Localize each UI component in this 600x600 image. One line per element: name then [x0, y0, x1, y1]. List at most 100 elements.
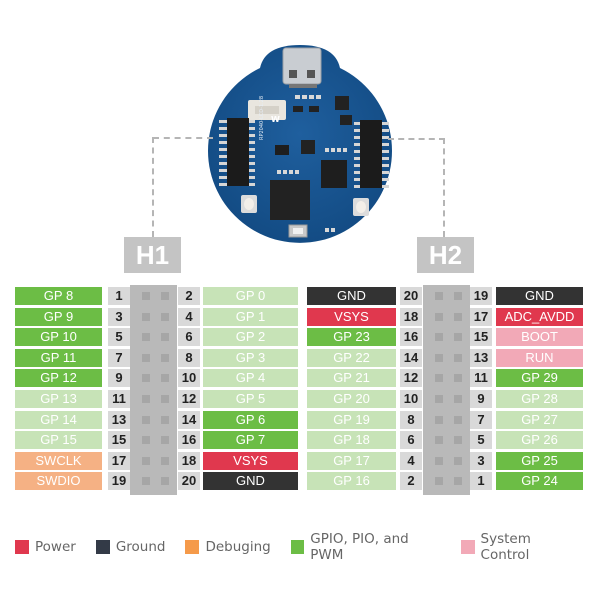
pin-number: 7 — [108, 348, 130, 367]
pin-label: GND — [307, 287, 396, 305]
pin-label: SWDIO — [15, 472, 102, 491]
h2-pin-strip — [423, 285, 470, 495]
pin-number: 20 — [178, 472, 200, 491]
pin-pad — [161, 333, 169, 342]
header-h2-label: H2 — [417, 237, 474, 273]
pin-pad — [142, 456, 150, 465]
pin-pad — [142, 292, 150, 300]
legend-label: Ground — [115, 539, 166, 555]
pin-pad — [454, 415, 462, 424]
pin-label: GP 19 — [307, 410, 396, 429]
pin-label: GP 18 — [307, 431, 396, 450]
pin-pad — [454, 456, 462, 465]
pin-number: 9 — [470, 390, 492, 408]
pin-label: GP 14 — [15, 410, 102, 429]
pin-pad — [435, 415, 443, 424]
pin-pad — [161, 374, 169, 383]
pin-number: 2 — [178, 287, 200, 305]
pin-number: 13 — [108, 410, 130, 429]
pin-number: 20 — [400, 287, 422, 305]
pin-pad — [142, 477, 150, 486]
pin-pad — [435, 395, 443, 403]
pin-label: GP 11 — [15, 348, 102, 367]
pin-pad — [435, 374, 443, 383]
pin-label: GP 4 — [203, 369, 298, 388]
pin-pad — [161, 353, 169, 362]
pin-label: GP 12 — [15, 369, 102, 388]
pin-pad — [161, 292, 169, 300]
pin-label: GND — [496, 287, 583, 305]
pin-pad — [435, 333, 443, 342]
pin-pad — [161, 415, 169, 424]
pin-number: 12 — [178, 390, 200, 408]
pin-number: 11 — [470, 369, 492, 388]
pin-label: GP 1 — [203, 307, 298, 326]
pin-number: 17 — [108, 451, 130, 470]
pin-pad — [161, 312, 169, 321]
legend-swatch — [15, 540, 29, 554]
pin-number: 3 — [108, 307, 130, 326]
legend-swatch — [461, 540, 475, 554]
pin-label: VSYS — [307, 307, 396, 326]
pin-label: GP 29 — [496, 369, 583, 388]
pin-label: GP 15 — [15, 431, 102, 450]
pin-pad — [142, 333, 150, 342]
usb-c-connector — [282, 47, 322, 85]
pin-label: GP 27 — [496, 410, 583, 429]
pin-label: GP 17 — [307, 451, 396, 470]
pin-number: 1 — [108, 287, 130, 305]
pin-pad — [454, 395, 462, 403]
pin-label: SWCLK — [15, 451, 102, 470]
pin-label: GP 21 — [307, 369, 396, 388]
legend-swatch — [290, 540, 305, 554]
pin-pad — [454, 292, 462, 300]
pin-number: 15 — [470, 328, 492, 347]
pin-label: GP 25 — [496, 451, 583, 470]
pin-pad — [454, 374, 462, 383]
header-h2 — [354, 120, 389, 188]
pin-label: GP 7 — [203, 431, 298, 450]
pin-pad — [161, 456, 169, 465]
pin-number: 12 — [400, 369, 422, 388]
pin-label: GP 20 — [307, 390, 396, 408]
pin-number: 8 — [400, 410, 422, 429]
pin-pad — [142, 415, 150, 424]
pin-number: 1 — [470, 472, 492, 491]
legend-swatch — [185, 540, 200, 554]
pin-label: GP 23 — [307, 328, 396, 347]
pin-pad — [454, 477, 462, 486]
legend-item-ground: Ground — [95, 539, 166, 555]
h1-pin-strip — [130, 285, 177, 495]
pin-label: GP 0 — [203, 287, 298, 305]
pin-label: GP 26 — [496, 431, 583, 450]
pin-number: 16 — [178, 431, 200, 450]
legend-label: System Control — [480, 531, 531, 563]
pin-label: GP 24 — [496, 472, 583, 491]
pin-number: 17 — [470, 307, 492, 326]
pin-label: BOOT — [496, 328, 583, 347]
pin-pad — [142, 395, 150, 403]
pin-number: 6 — [400, 431, 422, 450]
reset-button — [353, 198, 369, 216]
header-h1 — [219, 118, 255, 186]
pin-number: 2 — [400, 472, 422, 491]
pin-number: 6 — [178, 328, 200, 347]
legend-item-gpio: GPIO, PIO, and PWM — [290, 531, 441, 563]
h1-connector-line — [153, 137, 213, 139]
pin-pad — [435, 312, 443, 321]
pin-pad — [435, 477, 443, 486]
header-h1-label: H1 — [124, 237, 181, 273]
pin-pad — [142, 374, 150, 383]
pin-pad — [435, 456, 443, 465]
pin-pad — [142, 353, 150, 362]
pin-pad — [435, 292, 443, 300]
pin-number: 11 — [108, 390, 130, 408]
pin-number: 14 — [178, 410, 200, 429]
pin-pad — [454, 436, 462, 445]
h2-connector-line — [388, 138, 445, 140]
pin-label: GP 22 — [307, 348, 396, 367]
pin-label: GP 9 — [15, 307, 102, 326]
rp2040-board-image: RP2040-LCD-1.28 W — [205, 40, 395, 248]
pin-number: 4 — [178, 307, 200, 326]
